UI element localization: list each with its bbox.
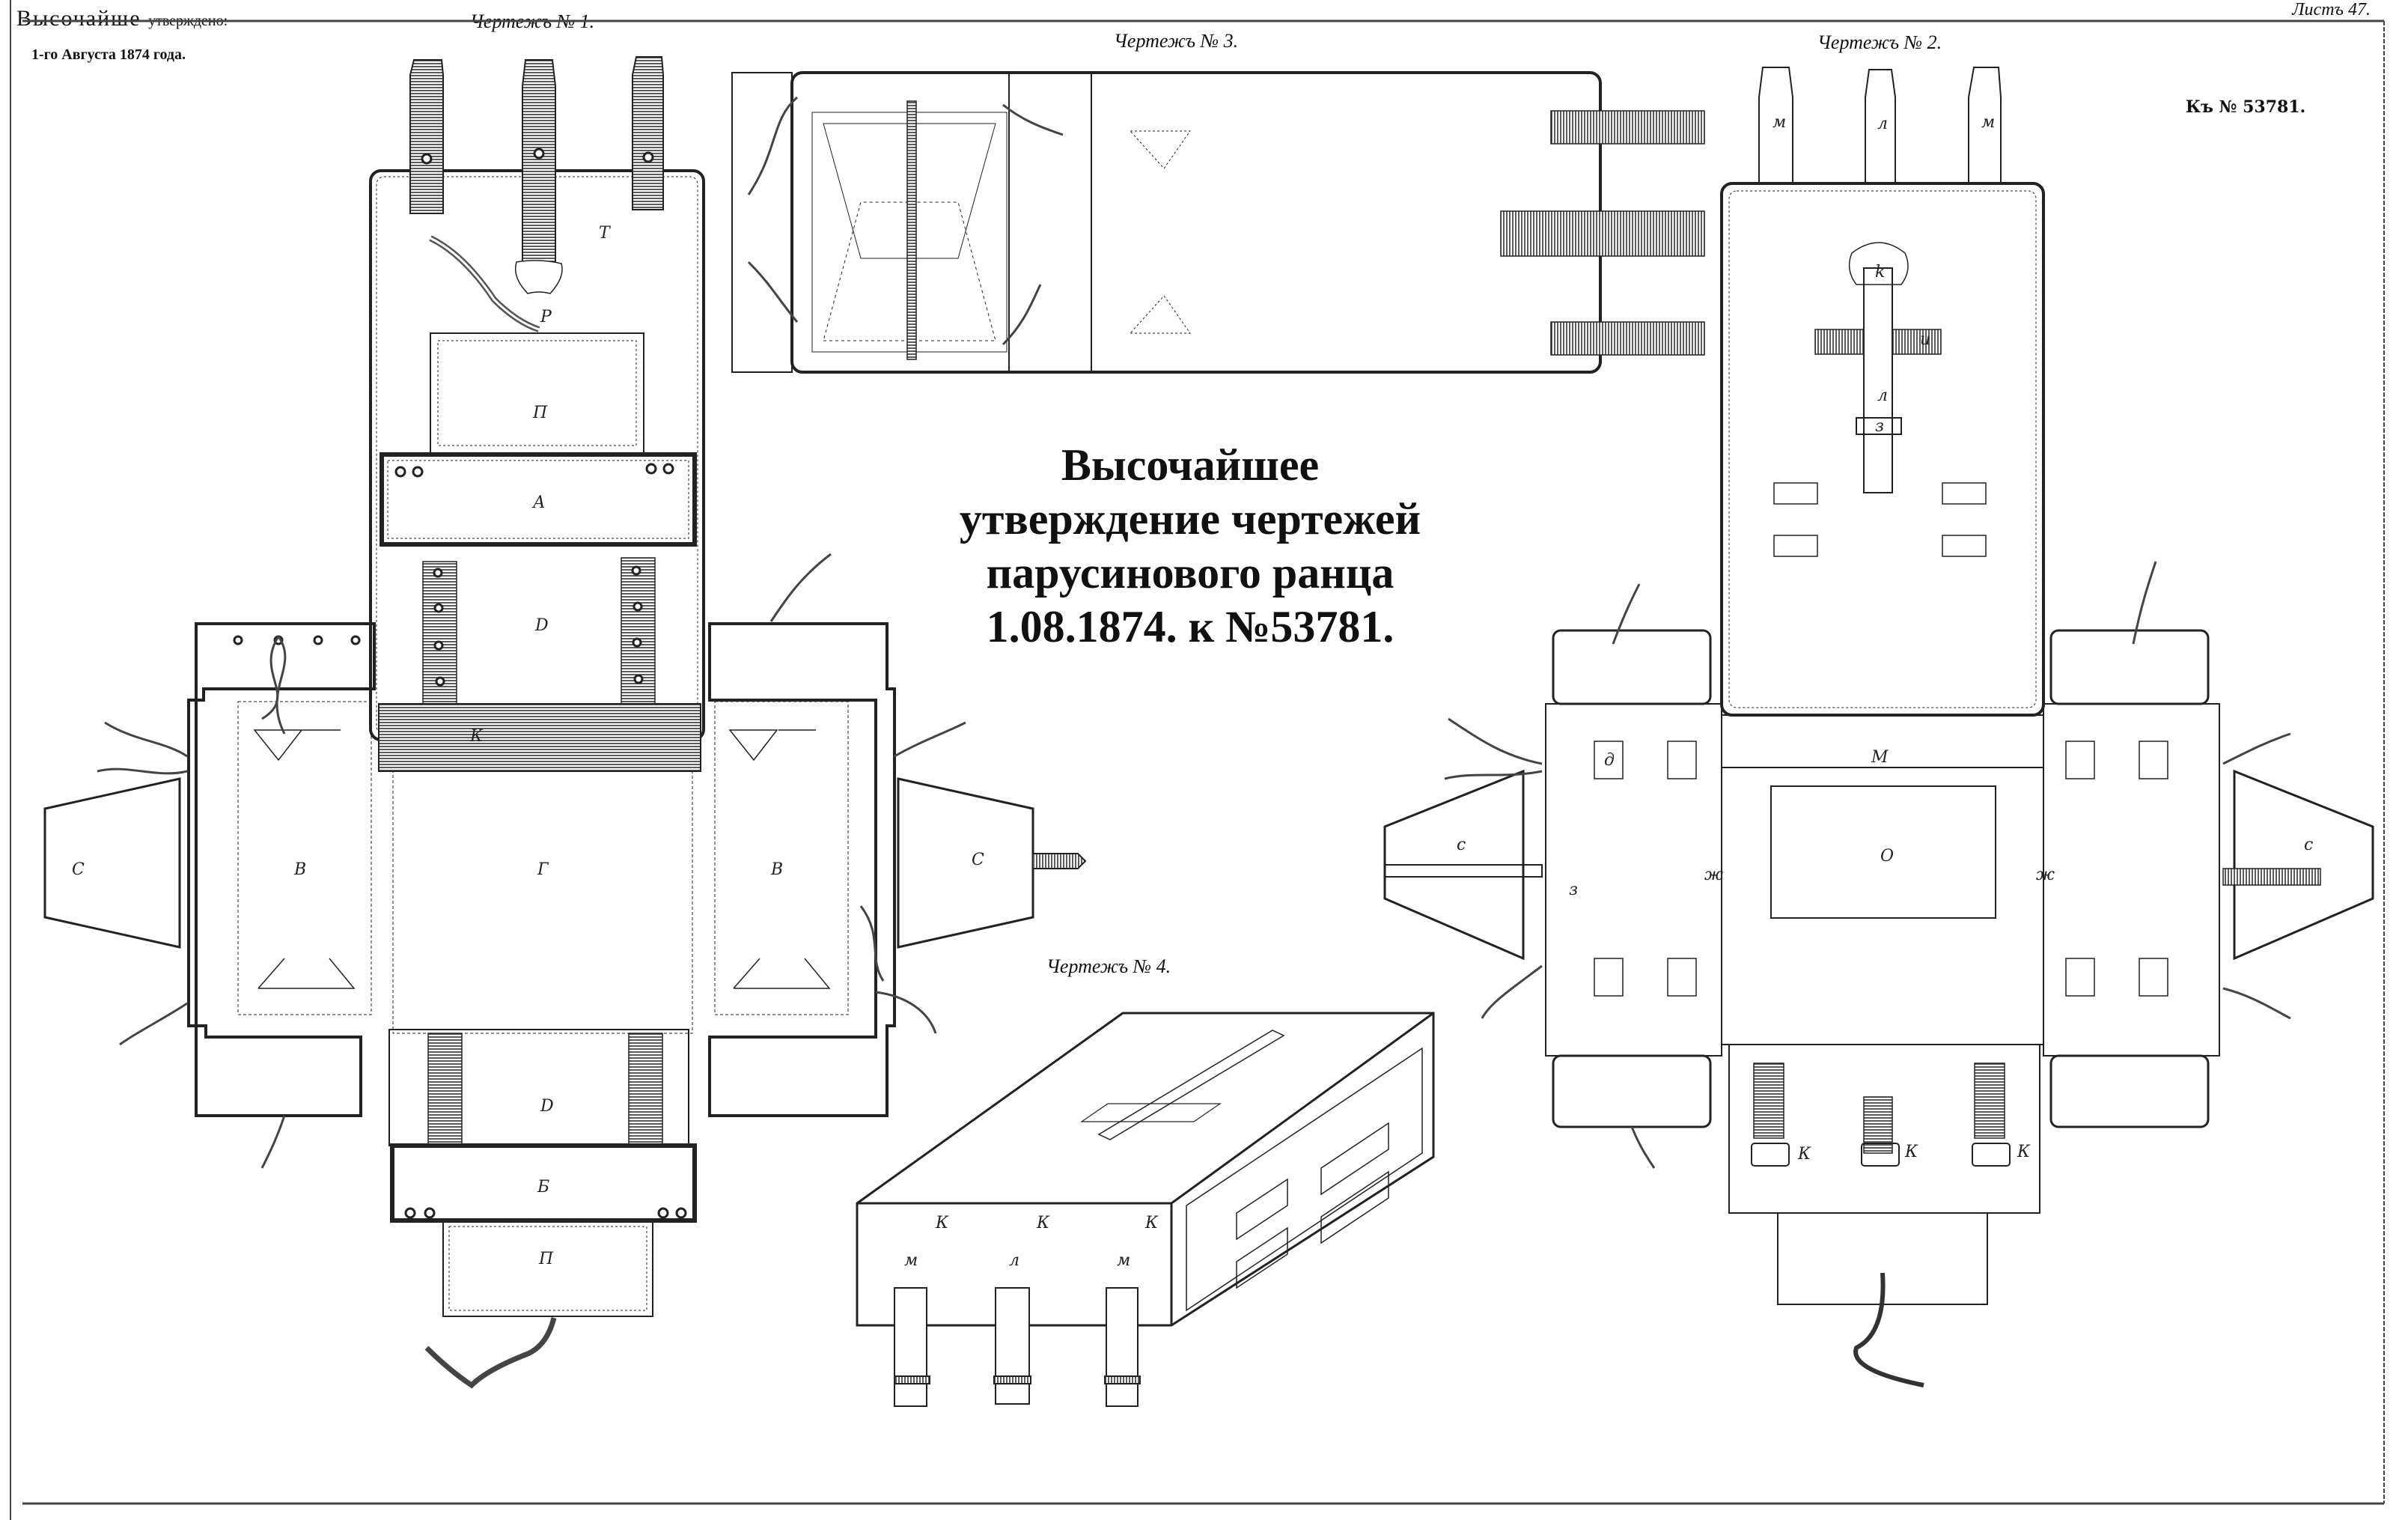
label-m-upper: М — [1871, 748, 1889, 767]
label-l-center: л — [1009, 1251, 1019, 1270]
drawing-1-labels: Т Р П А D К Г В В С С D Б П — [72, 224, 984, 1268]
drawing-2-labels: м л м k и л з М О з ж ж с с д К К К — [1457, 113, 2313, 1164]
drawing-2 — [1383, 67, 2374, 1387]
label-z: з — [1875, 417, 1884, 436]
strap-tip-k — [1848, 242, 1909, 285]
label-m-right: м — [1981, 113, 1995, 132]
pocket-bottom — [442, 1220, 653, 1317]
label-k3: К — [1144, 1214, 1159, 1232]
label-p-bottom: П — [538, 1250, 554, 1268]
label-d: д — [1604, 751, 1615, 770]
right-flap-c — [897, 777, 1034, 949]
label-k2: К — [1036, 1214, 1050, 1232]
right-wing — [708, 622, 896, 1117]
drawing-4-title: Чертежъ № 4. — [1046, 955, 1171, 977]
label-v-left: В — [293, 860, 306, 879]
knapsack-outline — [856, 1012, 1435, 1327]
label-zh-left: ж — [1704, 866, 1723, 884]
label-m-left: м — [904, 1251, 918, 1270]
pocket-top — [430, 332, 644, 454]
label-c-left: С — [72, 860, 85, 879]
label-m-left: м — [1773, 113, 1786, 132]
panel-d-bottom — [388, 1029, 689, 1146]
label-buckle-k3: К — [2017, 1143, 2031, 1161]
top-strap — [1097, 1030, 1285, 1140]
label-i: и — [1920, 330, 1930, 349]
bottom-strap-tail — [424, 1317, 557, 1389]
right-flap-c — [2233, 769, 2374, 961]
overlay-title-line-2: утверждение чертежей — [959, 494, 1421, 544]
label-p-top: П — [532, 404, 548, 422]
label-v-right: В — [770, 860, 783, 879]
sheet-border — [10, 0, 2385, 1520]
label-a: А — [531, 493, 546, 512]
label-zh-right: ж — [2036, 866, 2055, 884]
label-b: Б — [537, 1178, 549, 1197]
center-strap — [1863, 267, 1893, 493]
label-d-top: D — [534, 616, 549, 635]
left-wing — [187, 622, 376, 1117]
label-l-center: л — [1877, 115, 1888, 133]
overlay-title-line-3: парусинового ранца — [986, 548, 1394, 598]
drawing-3-title: Чертежъ № 3. — [1114, 30, 1239, 52]
side-panel — [1186, 1047, 1423, 1312]
label-k: К — [469, 727, 484, 746]
sheet-number: Листъ 47. — [2292, 0, 2371, 19]
label-o: О — [1880, 847, 1894, 866]
label-c-left: с — [1457, 836, 1466, 854]
label-g: Г — [537, 860, 549, 879]
label-t: Т — [599, 224, 612, 243]
hatched-band — [378, 703, 701, 772]
drawing-4-labels: м л м К К К — [904, 1214, 1159, 1270]
drawing-3 — [731, 71, 1705, 374]
label-c-right: с — [2304, 836, 2313, 854]
label-z-left: з — [1569, 881, 1578, 899]
approval-stamp-main: Высочайше — [16, 6, 141, 31]
left-side-section — [1545, 703, 1722, 1057]
label-m-right: м — [1117, 1251, 1130, 1270]
right-flap-tab — [1033, 853, 1087, 869]
left-flap-c — [43, 777, 181, 949]
panel-g — [392, 770, 693, 1034]
panel-o — [1770, 785, 1996, 919]
label-l2: л — [1877, 386, 1888, 405]
panel-a — [380, 452, 697, 547]
label-d-bottom: D — [540, 1097, 554, 1116]
label-buckle-k1: К — [1797, 1145, 1811, 1164]
laces — [97, 553, 966, 1169]
shoulder-straps — [409, 56, 664, 332]
right-side-section — [2043, 703, 2220, 1057]
approval-date: 1-го Августа 1874 года. — [31, 46, 186, 63]
label-c-right: С — [972, 851, 984, 869]
drawing-1 — [43, 56, 1087, 1389]
label-buckle-k2: К — [1904, 1143, 1918, 1161]
drawing-2-title: Чертежъ № 2. — [1817, 31, 1942, 53]
label-r: Р — [540, 308, 552, 326]
overlay-title-line-4: 1.08.1874. к №53781. — [986, 602, 1394, 651]
overlay-title-line-1: Высочайшее — [1061, 440, 1320, 490]
label-k1: К — [935, 1214, 949, 1232]
label-k: k — [1875, 263, 1885, 282]
lid-strap — [906, 100, 917, 360]
overlay-title: Высочайшее утверждение чертежей парусино… — [906, 438, 1475, 654]
drawing-4 — [856, 1012, 1435, 1407]
reference-number: Къ № 53781. — [2186, 97, 2306, 117]
